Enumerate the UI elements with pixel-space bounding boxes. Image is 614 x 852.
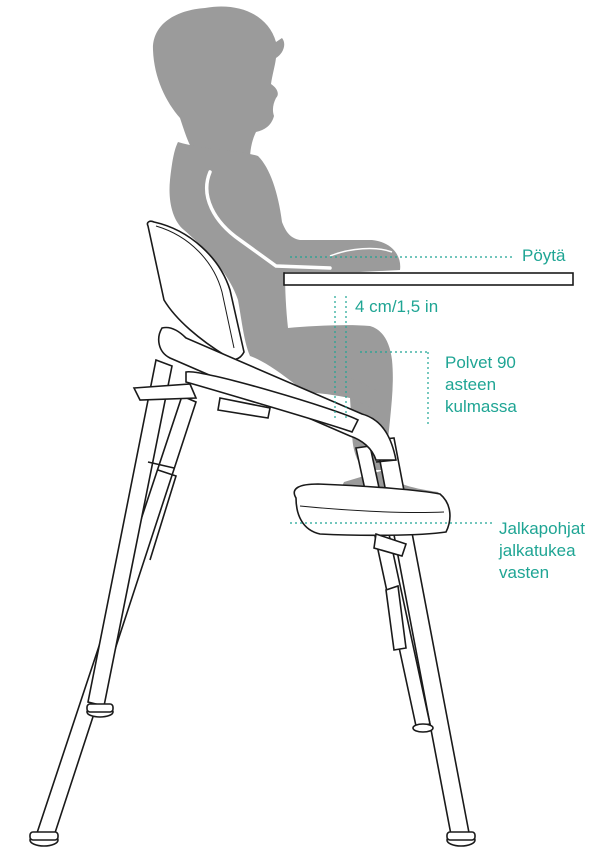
chair-legs [36,360,470,842]
table-label: Pöytä [522,245,565,267]
feet-label: Jalkapohjat jalkatukea vasten [499,518,585,584]
rear-left-leg [88,360,172,706]
child-head [153,6,284,163]
footrest [294,484,450,556]
table-plank [284,273,573,285]
chair-feet [30,704,475,846]
clearance-label: 4 cm/1,5 in [355,296,438,318]
knees-label: Polvet 90 asteen kulmassa [445,352,517,418]
